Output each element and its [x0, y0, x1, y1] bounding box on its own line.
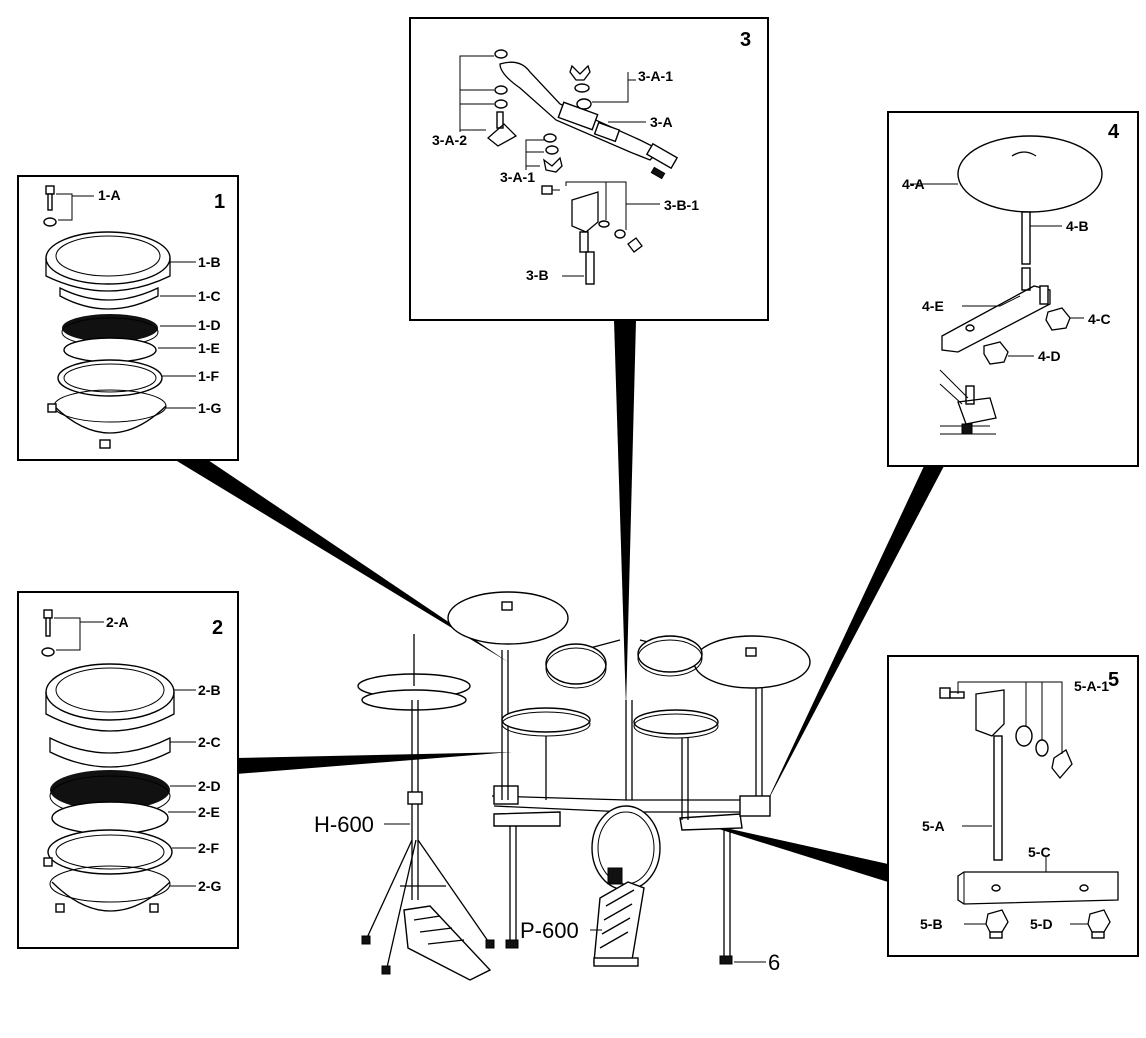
wing-knob-icon: [964, 909, 1009, 939]
label-2-a: 2-A: [106, 614, 129, 630]
pedal-model-label: P-600: [520, 918, 579, 943]
label-1-a: 1-A: [98, 187, 121, 203]
crossbar-5c: [957, 856, 1119, 905]
box-2-number: 2: [212, 617, 223, 639]
pad-rim-hoop-1b: [45, 231, 196, 292]
wing-knob-icon: [1045, 307, 1084, 331]
leader-wedges: [172, 320, 944, 882]
wing-nut-icon: [525, 133, 563, 173]
clamp-5a: [962, 689, 1005, 861]
label-4-d: 4-D: [1038, 348, 1061, 364]
label-5-a: 5-A: [922, 818, 945, 834]
tom-pad-left: [545, 643, 607, 689]
hihat-stand: [357, 634, 495, 981]
label-1-e: 1-E: [198, 340, 220, 356]
leader-wedge-4: [764, 466, 944, 808]
label-4-e: 4-E: [922, 298, 944, 314]
floor-tom-pad: [633, 709, 719, 739]
label-1-f: 1-F: [198, 368, 219, 384]
pad-ring-2f: [47, 829, 196, 875]
kick-pedal: [593, 867, 645, 967]
label-3-a: 3-A: [650, 114, 673, 130]
callout-box-4: 4: [887, 111, 1139, 467]
label-3-b-1: 3-B-1: [664, 197, 699, 213]
callout-box-5: 5: [887, 655, 1139, 957]
label-3-b: 3-B: [526, 267, 549, 283]
crash-cymbal-pad: [693, 635, 811, 689]
leader-wedge-2: [236, 752, 512, 774]
label-5-d: 5-D: [1030, 916, 1053, 932]
pad-rim-hoop-2b: [45, 663, 196, 732]
pad-shell-1c: [59, 286, 196, 310]
box-1-number: 1: [214, 191, 225, 213]
pad-bottom-frame-2g: [43, 857, 196, 913]
label-2-g: 2-G: [198, 878, 221, 894]
label-5-c: 5-C: [1028, 844, 1051, 860]
label-5-b: 5-B: [920, 916, 943, 932]
pad-shell-2c: [49, 736, 196, 768]
label-1-g: 1-G: [198, 400, 221, 416]
label-2-f: 2-F: [198, 840, 219, 856]
label-3-a-2: 3-A-2: [432, 132, 467, 148]
label-2-e: 2-E: [198, 804, 220, 820]
wing-knob-icon: [983, 341, 1034, 365]
label-4-c: 4-C: [1088, 311, 1111, 327]
leader-wedge-1: [172, 458, 508, 662]
label-3-a-1-top: 3-A-1: [638, 68, 673, 84]
label-4-a: 4-A: [902, 176, 925, 192]
label-2-c: 2-C: [198, 734, 221, 750]
washer-wingnut-5a1: [1015, 682, 1073, 780]
clamp-block-3b: [541, 181, 660, 285]
callout-box-1: 1: [17, 175, 239, 461]
bolt-icon: [939, 681, 1063, 754]
pad-bottom-frame-1g: [47, 389, 196, 449]
box-5-number: 5: [1108, 669, 1119, 691]
label-1-c: 1-C: [198, 288, 221, 304]
box-4-number: 4: [1108, 121, 1120, 143]
stand-part-label: 6: [768, 950, 780, 975]
box-3-number: 3: [740, 29, 751, 51]
label-1-d: 1-D: [198, 317, 221, 333]
pad-ring-1f: [57, 359, 196, 397]
leader-wedge-3: [614, 320, 636, 708]
tension-screw-icon: [43, 185, 94, 227]
label-2-d: 2-D: [198, 778, 221, 794]
clamp-mount-4: [939, 369, 997, 435]
tension-screw-icon: [41, 609, 104, 657]
callout-box-2: 2: [17, 591, 239, 949]
label-3-a-1-bottom: 3-A-1: [500, 169, 535, 185]
pad-head-2d: [49, 770, 196, 817]
cymbal-arm-4e: [941, 285, 1051, 353]
label-5-a-1: 5-A-1: [1074, 678, 1109, 694]
label-1-b: 1-B: [198, 254, 221, 270]
pad-head-1d: [61, 314, 196, 347]
wing-nut-icon: [569, 64, 636, 110]
drum-kit-assembly: H-600 P-600 6: [314, 591, 811, 981]
snare-pad: [501, 707, 591, 737]
kick-pad: [591, 805, 661, 891]
washer-stack-3a2: [459, 49, 518, 147]
callout-box-3: 3: [409, 17, 769, 321]
ride-cymbal-pad: [447, 591, 569, 645]
wing-knob-icon: [1070, 909, 1111, 939]
hihat-model-label: H-600: [314, 812, 374, 837]
label-2-b: 2-B: [198, 682, 221, 698]
leader-wedge-5: [690, 820, 888, 882]
label-4-b: 4-B: [1066, 218, 1089, 234]
tom-pad-right: [637, 635, 703, 677]
